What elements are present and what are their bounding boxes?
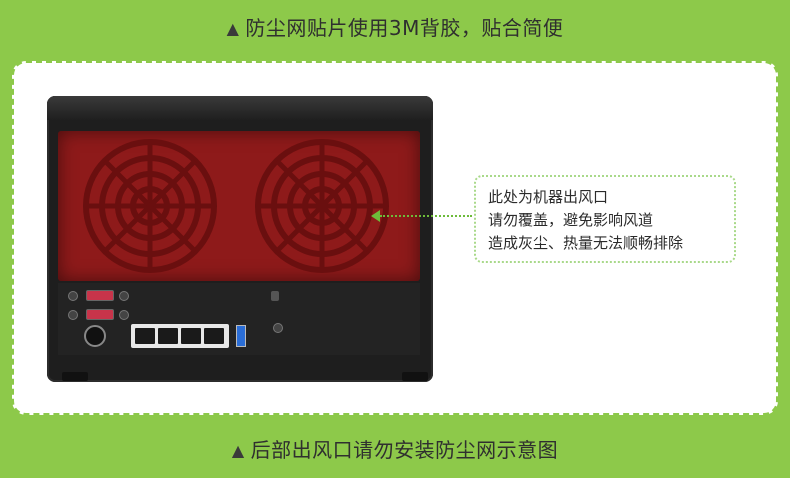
callout-connector	[380, 215, 472, 217]
screw-icon	[119, 310, 129, 320]
callout-line-1: 此处为机器出风口	[488, 188, 609, 206]
fan-grille-icon	[255, 139, 389, 273]
screw-icon	[68, 310, 78, 320]
exhaust-callout: 此处为机器出风口 请勿覆盖，避免影响风道 造成灰尘、热量无法顺畅排除	[474, 175, 736, 263]
callout-line-3: 造成灰尘、热量无法顺畅排除	[488, 234, 684, 252]
callout-line-2: 请勿覆盖，避免影响风道	[488, 211, 654, 229]
power-jack-icon	[84, 325, 106, 347]
reset-button-icon	[273, 323, 283, 333]
fan-grille-icon	[83, 139, 217, 273]
esata-port-icon	[86, 309, 114, 320]
device-foot-left	[62, 372, 88, 381]
usb-port-icon	[236, 325, 246, 347]
device-foot-right	[402, 372, 428, 381]
triangle-up-icon: ▲	[226, 19, 240, 38]
kensington-lock-icon	[271, 291, 279, 301]
ethernet-port-icon	[181, 328, 201, 344]
top-caption-text: 防尘网贴片使用3M背胶，贴合简便	[245, 16, 564, 40]
triangle-up-icon: ▲	[231, 441, 245, 460]
screw-icon	[68, 291, 78, 301]
top-caption: ▲ 防尘网贴片使用3M背胶，贴合简便	[0, 12, 790, 41]
bottom-caption-text: 后部出风口请勿安装防尘网示意图	[250, 438, 559, 462]
ethernet-port-icon	[135, 328, 155, 344]
screw-icon	[119, 291, 129, 301]
ethernet-port-icon	[158, 328, 178, 344]
lan-port-block	[131, 324, 229, 348]
esata-port-icon	[86, 290, 114, 301]
bottom-caption: ▲ 后部出风口请勿安装防尘网示意图	[0, 434, 790, 463]
device-top-bevel	[47, 96, 433, 120]
arrow-left-icon	[371, 210, 380, 222]
ethernet-port-icon	[204, 328, 224, 344]
